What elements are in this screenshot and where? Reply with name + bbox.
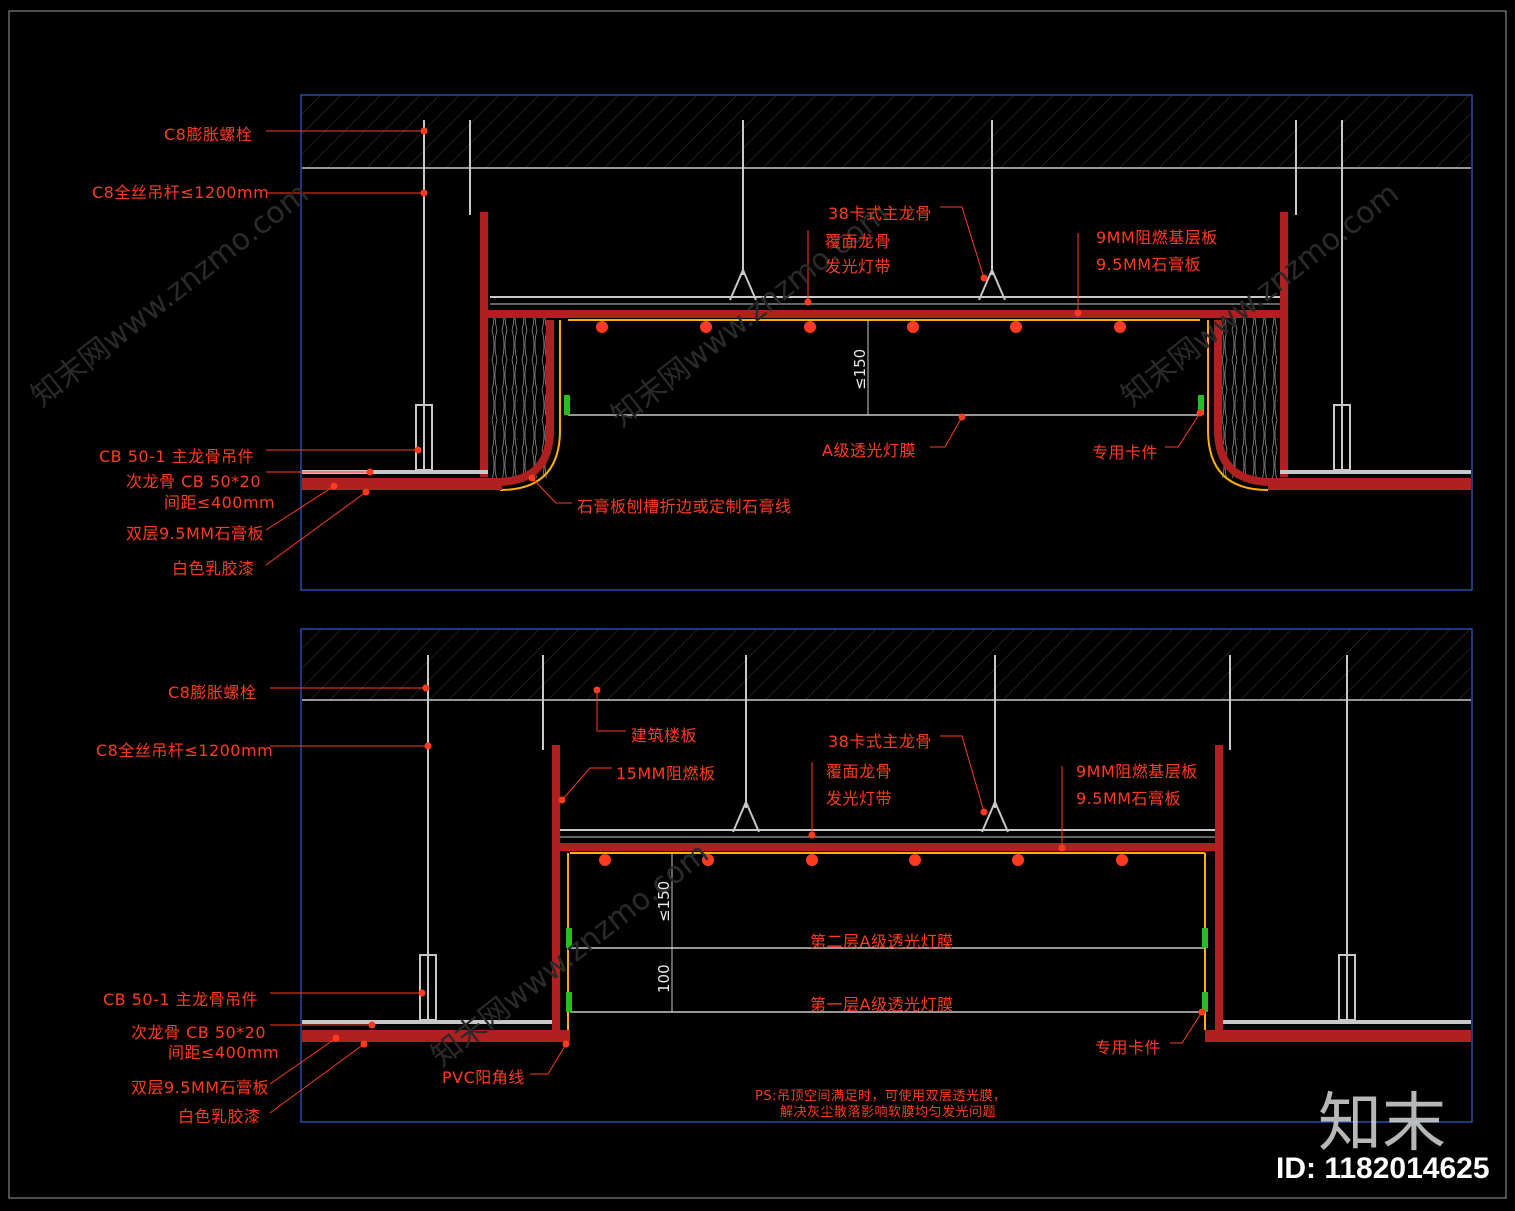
label-main-keel-2: 38卡式主龙骨: [828, 732, 932, 751]
note-line-2: 解决灰尘散落影响软膜均匀发光问题: [780, 1105, 997, 1120]
label-groove: 石膏板刨槽折边或定制石膏线: [577, 497, 792, 516]
label-film: A级透光灯膜: [822, 441, 916, 460]
label-latex: 白色乳胶漆: [172, 559, 255, 578]
label-fire-board-2: 9MM阻燃基层板: [1076, 762, 1198, 781]
label-double-gypsum: 双层9.5MM石膏板: [126, 524, 265, 543]
bottom-rods: [419, 655, 1356, 1021]
label-cover-keel-2: 覆面龙骨: [826, 762, 893, 781]
label-cover-keel: 覆面龙骨: [825, 232, 892, 251]
label-bolt-2: Ⅽ8膨胀螺栓: [168, 683, 257, 702]
label-sub-keel-2: 次龙骨 CB 50*20: [131, 1023, 267, 1042]
label-hanger: CB 50-1 主龙骨吊件: [99, 447, 255, 466]
label-hanger-2: CB 50-1 主龙骨吊件: [103, 990, 259, 1009]
bottom-structure: [302, 745, 1471, 1042]
label-spacing-2: 间距≤400mm: [168, 1043, 280, 1062]
label-double-gypsum-2: 双层9.5MM石膏板: [131, 1078, 270, 1097]
top-structure: [302, 212, 1471, 491]
label-main-keel: 38卡式主龙骨: [828, 204, 932, 223]
label-film-2: 第二层A级透光灯膜: [810, 932, 954, 951]
label-gypsum: 9.5MM石膏板: [1096, 255, 1202, 274]
label-gypsum-2: 9.5MM石膏板: [1076, 789, 1182, 808]
label-rod-2: Ⅽ8全丝吊杆≤1200mm: [96, 741, 274, 760]
dim-150-bottom: ≤150: [655, 880, 673, 922]
note-line-1: PS:吊顶空间满足时，可使用双层透光膜，: [755, 1089, 1007, 1104]
bottom-section-frame: [300, 628, 1473, 1123]
label-light-strip: 发光灯带: [825, 257, 892, 276]
bottom-slab: [302, 630, 1471, 700]
top-rods: [415, 120, 1351, 471]
top-section-frame: [300, 94, 1473, 591]
label-sub-keel: 次龙骨 CB 50*20: [126, 472, 262, 491]
drawing-border: [8, 10, 1507, 1199]
label-clip: 专用卡件: [1092, 443, 1159, 462]
label-film-1: 第一层A级透光灯膜: [810, 995, 954, 1014]
top-leaders: [265, 130, 1201, 566]
label-fire-15: 15MM阻燃板: [616, 764, 716, 783]
label-clip-2: 专用卡件: [1095, 1038, 1162, 1057]
bottom-leaders: [269, 687, 1203, 1114]
top-slab: [302, 96, 1471, 168]
label-fire-board: 9MM阻燃基层板: [1096, 228, 1218, 247]
label-rod: Ⅽ8全丝吊杆≤1200mm: [92, 183, 270, 202]
label-latex-2: 白色乳胶漆: [178, 1107, 261, 1126]
dim-150-top: ≤150: [851, 348, 869, 390]
dim-100-bottom: 100: [655, 964, 673, 993]
label-bolt: Ⅽ8膨胀螺栓: [164, 125, 253, 144]
label-light-strip-2: 发光灯带: [826, 789, 893, 808]
watermark-id: ID: 1182014625: [1276, 1152, 1490, 1185]
label-slab: 建筑楼板: [631, 726, 698, 745]
label-pvc: PVC阳角线: [442, 1068, 525, 1087]
watermark-logo: 知末: [1318, 1087, 1446, 1161]
label-spacing: 间距≤400mm: [164, 493, 276, 512]
